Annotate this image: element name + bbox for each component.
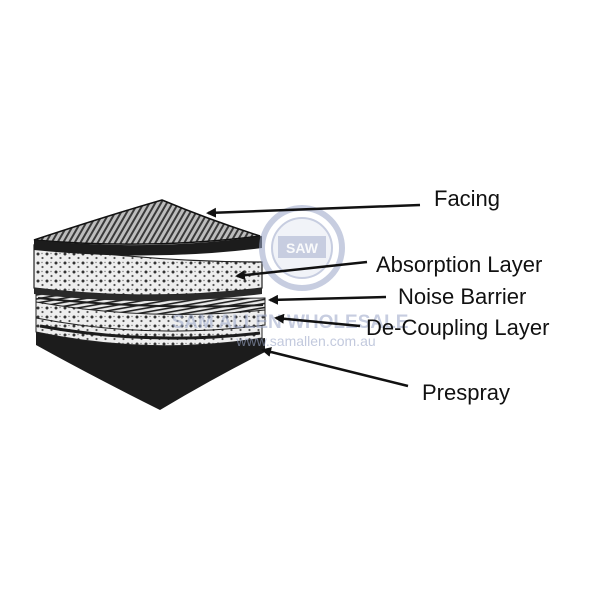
decoupling-arrow [274,313,361,328]
facing-layer [33,199,262,256]
facing-arrow [206,203,421,218]
watermark-company: SAM ALLEN WHOLESALE [172,312,409,333]
label-prespray: Prespray [422,380,511,405]
watermark-badge: SAW [286,240,319,256]
noise-barrier-arrow [268,294,387,305]
label-decoupling-layer: De-Coupling Layer [366,315,550,340]
label-noise-barrier: Noise Barrier [398,284,527,309]
prespray-layer [36,330,265,410]
watermark-logo [259,205,345,291]
label-facing: Facing [434,186,501,211]
label-absorption-layer: Absorption Layer [376,252,543,277]
absorption-arrow [235,260,368,281]
prespray-arrow [261,347,409,388]
watermark-url: www.samallen.com.au [235,333,375,349]
